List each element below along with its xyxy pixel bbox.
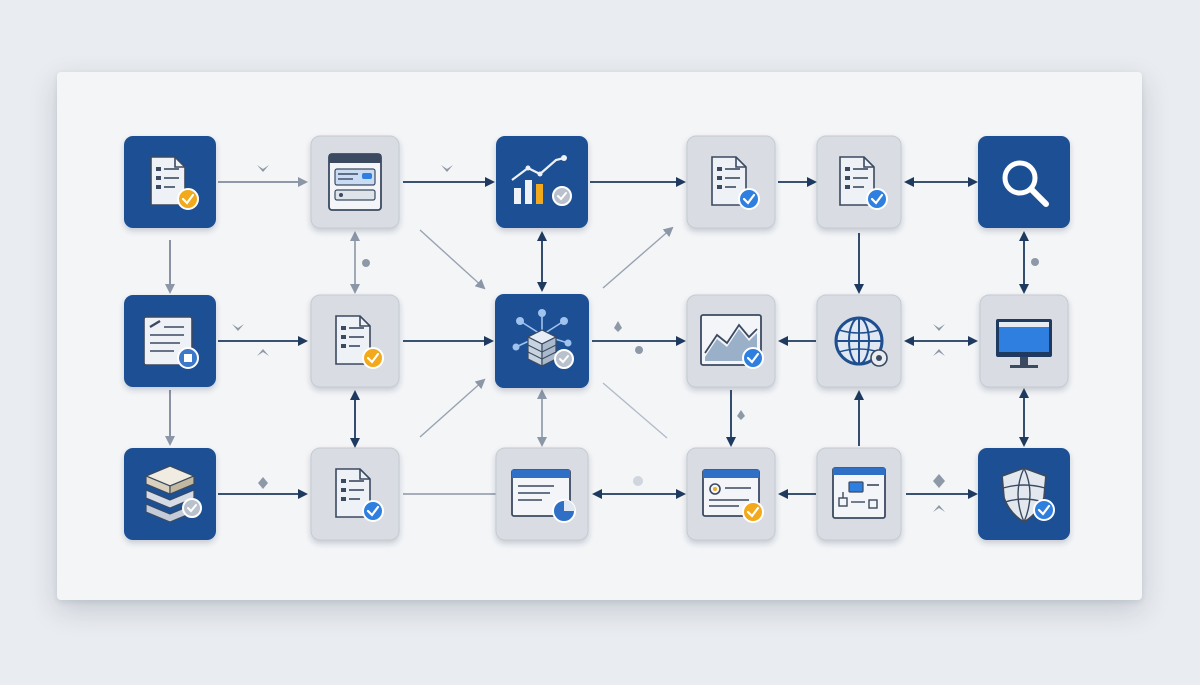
node-n2[interactable]: [310, 135, 400, 229]
edge-n9-n4-diagonal: [602, 226, 674, 289]
marker-chevron: [441, 165, 453, 172]
line-chart-icon: [700, 314, 765, 370]
node-n3[interactable]: [496, 136, 588, 228]
edge-n8-n9-diagonal: [419, 378, 486, 438]
browser-window-icon: [328, 153, 382, 211]
browser-pie-icon: [511, 469, 576, 523]
node-n1[interactable]: [124, 136, 216, 228]
marker-chevron: [257, 165, 269, 172]
node-n11[interactable]: [816, 294, 902, 388]
monitor-icon: [996, 319, 1052, 368]
nodes-layer: [124, 135, 1070, 541]
marker-chevron: [232, 324, 244, 331]
node-n14[interactable]: [310, 447, 400, 541]
marker-diamond: [933, 474, 945, 488]
node-n5[interactable]: [816, 135, 902, 229]
globe-icon: [834, 316, 888, 367]
node-n17[interactable]: [816, 447, 902, 541]
edges-layer: [165, 177, 1029, 499]
marker-drop: [258, 477, 268, 489]
marker-dot: [1031, 258, 1039, 266]
node-n16[interactable]: [686, 447, 776, 541]
search-icon: [1002, 160, 1049, 207]
edge-n9-n16-diagonal: [602, 382, 668, 439]
marker-chevron: [933, 324, 945, 331]
marker-dot: [633, 476, 643, 486]
chart-growth-icon: [511, 155, 572, 206]
node-n4[interactable]: [686, 135, 776, 229]
node-n18[interactable]: [978, 448, 1070, 540]
node-n15[interactable]: [495, 447, 589, 541]
node-n6[interactable]: [978, 136, 1070, 228]
node-n8[interactable]: [310, 294, 400, 388]
dashboard-window-icon: [832, 467, 886, 519]
marker-drop: [737, 410, 745, 420]
marker-chevron: [933, 349, 945, 356]
database-check-icon: [144, 465, 202, 523]
marker-chevron: [933, 505, 945, 512]
shield-globe-icon: [1001, 467, 1056, 524]
edge-n2-n9-diagonal: [419, 229, 486, 290]
marker-chevron: [257, 349, 269, 356]
document-edit-icon: [143, 316, 199, 369]
node-n9[interactable]: [495, 294, 589, 388]
marker-drop: [614, 321, 622, 332]
marker-dot: [635, 346, 643, 354]
node-n12[interactable]: [979, 294, 1069, 388]
browser-record-icon: [702, 469, 765, 524]
network-cube-icon: [512, 309, 574, 369]
node-n13[interactable]: [124, 448, 216, 540]
node-n7[interactable]: [124, 295, 216, 387]
node-n10[interactable]: [686, 294, 776, 388]
marker-dot: [362, 259, 370, 267]
connector-markers: [232, 165, 1039, 512]
